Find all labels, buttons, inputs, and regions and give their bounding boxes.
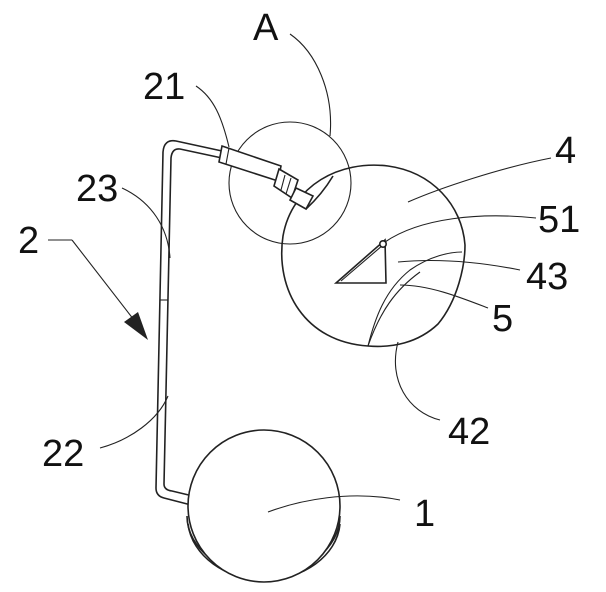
label-23: 23	[76, 168, 118, 210]
leader-42	[394, 341, 441, 421]
leader-5	[399, 284, 489, 309]
label-43: 43	[526, 256, 568, 298]
part-1-base	[186, 429, 341, 583]
leader-a	[289, 33, 332, 137]
arrow-head-2	[124, 312, 148, 340]
leader-23	[121, 187, 171, 259]
leader-lines	[48, 33, 552, 513]
pipe-assembly	[155, 139, 334, 507]
label-51: 51	[538, 199, 580, 241]
label-42: 42	[448, 411, 490, 453]
detail-circle-a	[228, 121, 352, 245]
label-4: 4	[555, 130, 576, 172]
label-a: A	[253, 7, 279, 49]
label-2: 2	[18, 220, 39, 262]
leader-4	[407, 157, 552, 203]
leader-21	[195, 85, 230, 148]
leader-22	[99, 395, 169, 449]
part-5-bracket	[333, 238, 387, 284]
leader-1	[267, 495, 401, 513]
label-21: 21	[143, 66, 185, 108]
part-4-bowl	[281, 164, 466, 348]
leader-51	[384, 215, 537, 243]
label-1: 1	[414, 493, 435, 535]
pin-51	[378, 240, 387, 249]
leader-43	[397, 259, 521, 271]
label-22: 22	[42, 433, 84, 475]
label-5: 5	[492, 298, 513, 340]
